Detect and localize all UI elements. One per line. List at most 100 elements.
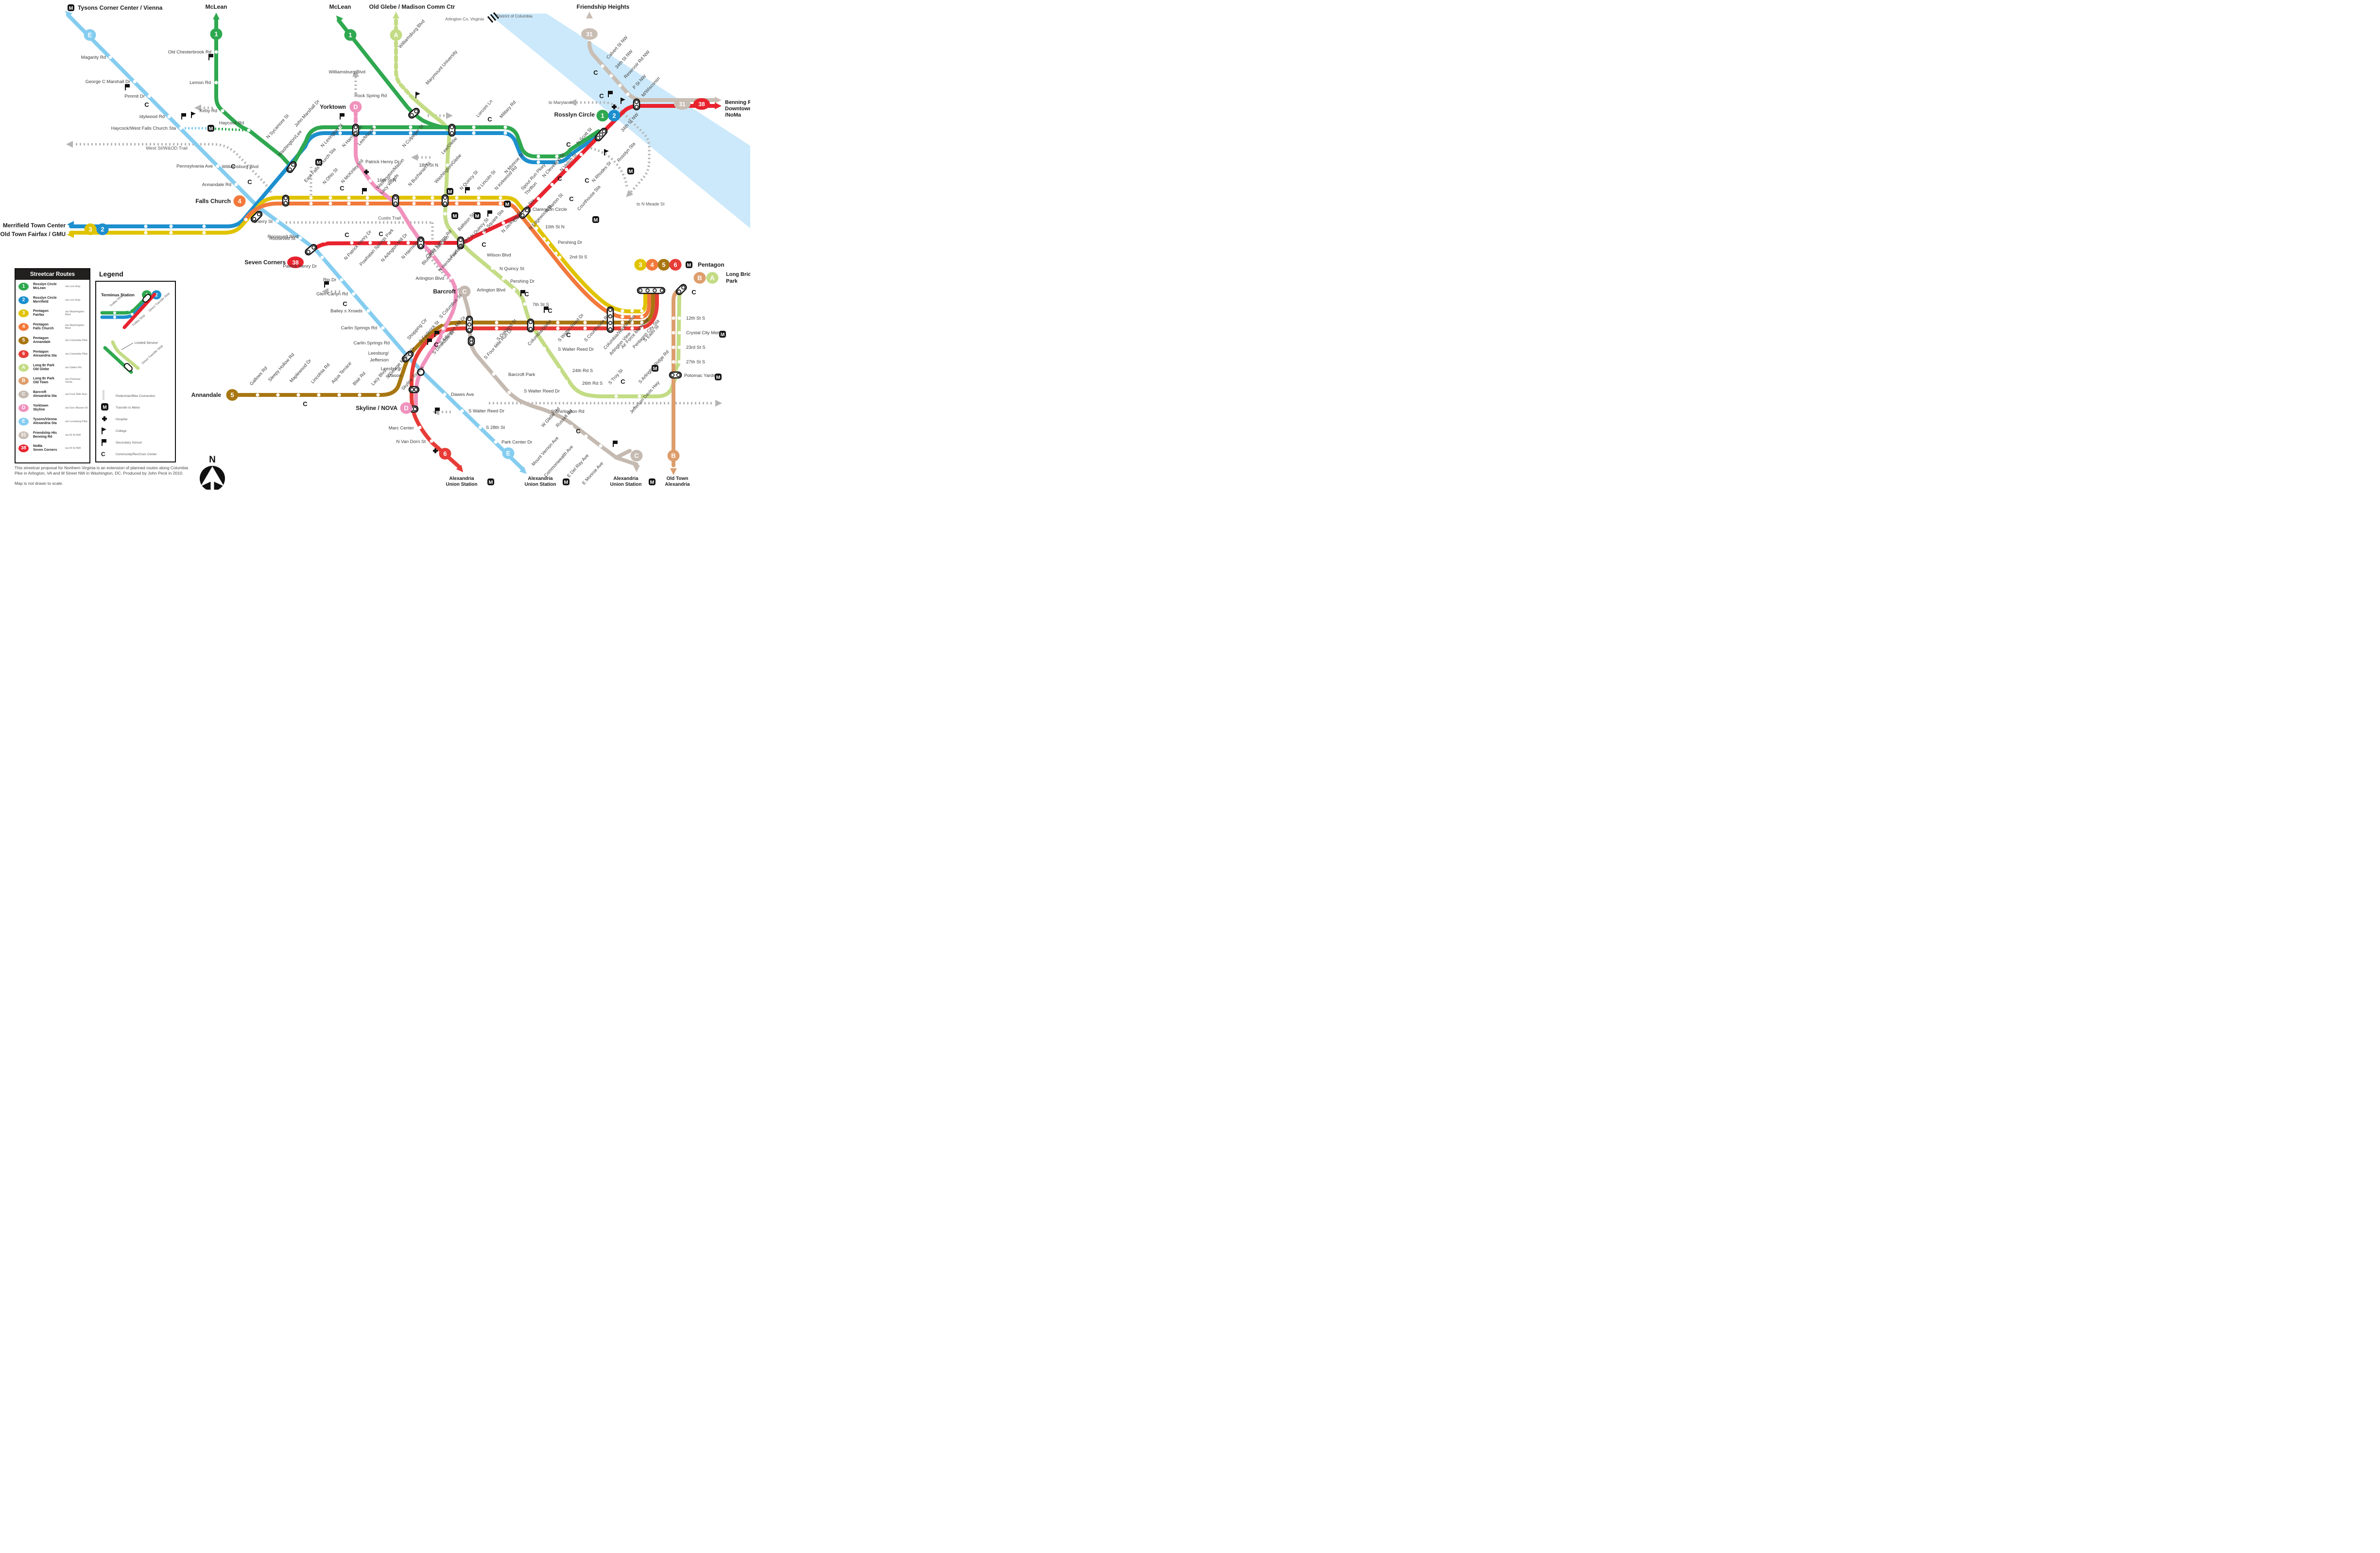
svg-text:3: 3 [638, 261, 642, 269]
map-label: Kirby Rd [200, 108, 217, 114]
svg-text:38: 38 [292, 259, 299, 266]
route-1-corridor [290, 125, 601, 169]
map-label: Long Bridge [726, 272, 750, 277]
station-dot [564, 380, 568, 384]
route-E [66, 13, 525, 471]
route-bubble-6: 6 [439, 448, 451, 460]
map-label: 7th St S [533, 302, 549, 307]
map-label: McLean [206, 3, 227, 10]
svg-text:6: 6 [443, 450, 447, 458]
route-bubble-B: B [18, 377, 29, 385]
map-label: to N Meade St [637, 202, 665, 206]
station-dot [455, 196, 459, 200]
route-bubble-A: A [706, 272, 719, 284]
station-dot [472, 131, 476, 135]
route-bubble-38: 38 [18, 444, 29, 453]
station-dot [179, 126, 183, 130]
station-dot [365, 196, 369, 200]
station-dot [569, 425, 573, 428]
map-label: E Del Ray Ave [566, 453, 590, 479]
map-label: Ballston Sta [457, 210, 478, 232]
secondary-school-flag-icon [427, 339, 432, 345]
svg-text:4: 4 [650, 261, 654, 269]
college-flag-icon [621, 98, 625, 104]
map-label: Arlington Blvd [477, 288, 505, 293]
civic-center-icon: C [621, 378, 625, 385]
station-dot [214, 81, 218, 85]
map-label: S Walter Reed Dr [468, 409, 504, 414]
station-dot [507, 391, 511, 394]
station-dot [391, 94, 395, 98]
map-label: Custis Trail [378, 216, 401, 221]
civic-center-icon: C [303, 400, 308, 408]
direct-transfer-stop [466, 315, 473, 334]
station-dot [621, 309, 624, 313]
civic-center-icon: C [557, 175, 562, 182]
route-38 [309, 104, 716, 254]
station-dot [677, 360, 681, 364]
route-bubble-A: A [390, 29, 402, 41]
station-dot [491, 266, 495, 270]
map-label: Maplewood Dr [289, 358, 312, 384]
map-label: 12th St S [686, 316, 705, 321]
map-label: Old Chesterbrook Rd [168, 50, 211, 55]
svg-text:M: M [629, 169, 633, 174]
station-dot [542, 237, 546, 241]
svg-text:M: M [721, 332, 725, 338]
metro-icon: M [68, 4, 74, 11]
station-dot [328, 196, 332, 200]
route-bubble-E: E [502, 447, 515, 459]
direct-transfer-stop [633, 98, 640, 111]
station-dot [244, 218, 248, 222]
station-dot [503, 131, 507, 135]
station-dot [442, 333, 446, 337]
svg-text:Direct Transfer Stop: Direct Transfer Stop [141, 344, 164, 365]
civic-center-icon: C [593, 69, 598, 76]
station-dot [256, 393, 259, 397]
note-line1: This streetcar proposal for Northern Vir… [15, 465, 189, 470]
map-label: Marc Center [389, 426, 414, 431]
civic-center-icon: C [482, 241, 486, 248]
legend-item-hospital: Hospital [96, 413, 175, 425]
map-label: Arlington Blvd [415, 276, 444, 281]
station-dot [630, 321, 634, 324]
map-label: Roosevelt St [269, 236, 295, 241]
station-dot [630, 309, 634, 313]
svg-text:M: M [448, 189, 452, 195]
station-dot [296, 393, 300, 397]
map-label: Falls Church [195, 198, 231, 205]
route-bubble-C: C [630, 450, 643, 461]
map-label: 2nd St S [569, 255, 587, 260]
station-dot [555, 160, 559, 164]
map-label: Old Town [667, 476, 689, 481]
station-dot [428, 321, 431, 324]
map-label: Jefferson [370, 358, 389, 363]
route-arrow [715, 97, 722, 103]
direct-transfer-stop [408, 386, 420, 393]
route-arrow [213, 13, 220, 19]
map-label: Arlington Co, Virginia [445, 17, 484, 21]
civic-center-icon: C [144, 101, 149, 108]
route-arrow [670, 468, 677, 475]
station-dot [536, 160, 540, 164]
metro-icon: M [686, 261, 692, 268]
station-dot [372, 131, 376, 135]
route-bubble-E: E [84, 29, 96, 41]
station-dot [542, 347, 546, 351]
secondary-school-flag-icon [208, 54, 213, 60]
secondary-school-flag-icon [324, 281, 329, 288]
station-dot [144, 231, 148, 235]
station-dot [495, 326, 499, 330]
metro-icon: M [592, 216, 599, 223]
station-dot [167, 115, 171, 119]
station-dot [477, 196, 481, 200]
svg-text:M: M [505, 202, 510, 207]
